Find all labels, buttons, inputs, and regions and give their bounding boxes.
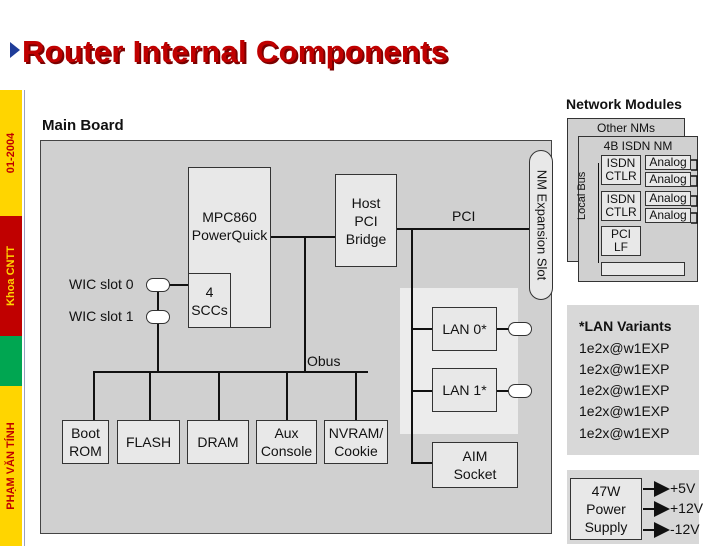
analog-box-4: Analog <box>645 208 691 223</box>
obus-drop-dram <box>218 371 220 421</box>
title-bullet-icon <box>10 42 20 58</box>
lan-variant-item: 1e2x@w1EXP <box>579 340 670 356</box>
dram-box: DRAM <box>187 420 249 464</box>
lan-variants-panel <box>567 305 699 455</box>
pci-lan0-wire <box>411 328 433 330</box>
pci-lan1-wire <box>411 390 433 392</box>
sidebar-faculty-segment: Khoa CNTT <box>0 216 22 336</box>
lan-variants-title: *LAN Variants <box>579 318 672 334</box>
isdn-ctlr-1-box: ISDN CTLR <box>601 155 641 185</box>
wic-obus-wire <box>157 280 159 372</box>
power-output-5v: +5V <box>670 480 696 496</box>
power-output-12v: +12V <box>670 500 704 516</box>
other-nms-label: Other NMs <box>596 121 655 135</box>
flash-box: FLASH <box>117 420 180 464</box>
sidebar-green-segment <box>0 336 22 386</box>
lan-variant-item: 1e2x@w1EXP <box>579 403 670 419</box>
mpc-host-wire <box>270 236 336 238</box>
mpc-obus-wire <box>304 236 306 372</box>
lan0-port-wire <box>497 328 509 330</box>
nm-expansion-slot: NM Expansion Slot <box>529 150 553 300</box>
lan-1-port <box>508 384 532 398</box>
lan1-port-wire <box>497 390 509 392</box>
pci-aim-wire <box>411 462 433 464</box>
local-bus-line <box>598 163 599 263</box>
aim-socket-box: AIM Socket <box>432 442 518 488</box>
lan-variant-item: 1e2x@w1EXP <box>579 382 670 398</box>
isdn-ctlr-2-box: ISDN CTLR <box>601 191 641 221</box>
pci-line <box>396 228 530 230</box>
lan-0-port <box>508 322 532 336</box>
obus-drop-nvram <box>355 371 357 421</box>
network-modules-label: Network Modules <box>566 96 682 112</box>
sccs-box: 4 SCCs <box>188 273 231 328</box>
main-board-label: Main Board <box>42 117 124 134</box>
lan-variant-item: 1e2x@w1EXP <box>579 425 670 441</box>
wic-slot-0-port <box>146 278 170 292</box>
sidebar-divider <box>24 90 25 546</box>
obus-drop-flash <box>149 371 151 421</box>
lan-variant-item: 1e2x@w1EXP <box>579 361 670 377</box>
page-title: Router Internal Components <box>22 34 449 69</box>
sidebar-year-segment: 01-2004 <box>0 90 22 216</box>
sidebar: 01-2004 Khoa CNTT PHẠM VĂN TÍNH <box>0 90 22 546</box>
aux-console-box: Aux Console <box>256 420 317 464</box>
analog-port-ticks <box>691 159 698 224</box>
analog-box-3: Analog <box>645 191 691 206</box>
obus-drop-aux <box>286 371 288 421</box>
pci-lf-box: PCI LF <box>601 226 641 256</box>
wic-slot-1-port <box>146 310 170 324</box>
nvram-cookie-box: NVRAM/ Cookie <box>324 420 388 464</box>
obus-drop-boot <box>93 371 95 421</box>
host-pci-bridge-box: Host PCI Bridge <box>335 174 397 267</box>
nm-edge-connector <box>601 262 685 276</box>
lan-1-box: LAN 1* <box>432 368 497 412</box>
wic-slot-1-label: WIC slot 1 <box>69 308 134 324</box>
isdn-nm-label: 4B ISDN NM <box>603 139 673 153</box>
obus-label: Obus <box>307 353 341 369</box>
lan-0-box: LAN 0* <box>432 307 497 351</box>
power-output-neg12v: -12V <box>670 521 700 537</box>
sidebar-author-segment: PHẠM VĂN TÍNH <box>0 386 22 546</box>
analog-box-2: Analog <box>645 172 691 187</box>
pci-vertical-bus <box>411 228 413 464</box>
power-supply-box: 47W Power Supply <box>570 478 642 540</box>
pci-label: PCI <box>452 208 476 224</box>
analog-box-1: Analog <box>645 155 691 170</box>
boot-rom-box: Boot ROM <box>62 420 109 464</box>
obus-line <box>93 371 368 373</box>
wic-slot-0-label: WIC slot 0 <box>69 276 134 292</box>
